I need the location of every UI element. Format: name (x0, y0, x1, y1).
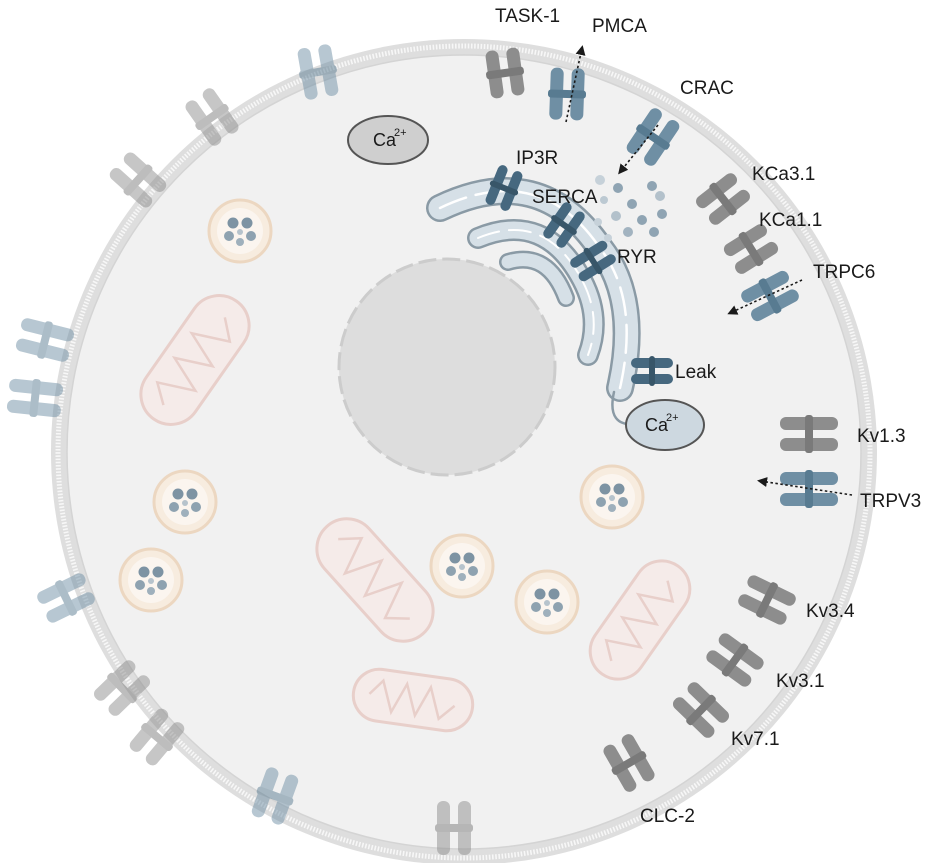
calcium-badge-text: Ca (373, 130, 397, 150)
ion-channel-kv3-1 (706, 633, 764, 687)
vesicle (118, 547, 184, 613)
ion-channel-kv3-4 (738, 575, 796, 625)
calcium-badge-cytosolic: Ca 2+ (347, 115, 429, 165)
ion-channel-crac (626, 108, 680, 166)
ion-channel-trpc6 (741, 270, 799, 322)
faded-grey-channel (129, 708, 185, 766)
ion-channel-pmca (547, 67, 587, 121)
ion-channel-trpv3 (780, 470, 838, 508)
mitochondrion (139, 294, 251, 426)
label-trpc6: TRPC6 (813, 262, 875, 283)
faded-grey-channel (109, 152, 167, 208)
faded-blue-channel (15, 318, 75, 362)
ion-channel-kv1-3 (780, 415, 838, 453)
label-task-1: TASK-1 (495, 6, 560, 27)
ion-channel-tasc-1 (485, 47, 525, 99)
label-trpv3: TRPV3 (860, 491, 921, 512)
channel-labels: TASK-1 PMCA CRAC IP3R SERCA RYR KCa3.1 K… (495, 6, 921, 827)
ion-channel-kca1-1 (723, 224, 779, 274)
vesicle (579, 464, 645, 530)
faded-grey-channel (93, 660, 151, 716)
label-kv7-1: Kv7.1 (731, 729, 780, 750)
calcium-badge-superscript: 2+ (666, 412, 679, 424)
label-leak: Leak (675, 362, 717, 383)
mitochondria-group (139, 294, 692, 733)
ion-channel-kv7-1 (672, 682, 730, 738)
trpc6-influx-arrow (727, 279, 803, 315)
faded-grey-channel (435, 801, 473, 855)
ion-channel-clc-2 (603, 734, 655, 792)
label-clc-2: CLC-2 (640, 806, 695, 827)
er-channel-ip3r (485, 165, 523, 211)
unlabeled-channels (6, 44, 473, 855)
label-kca1-1: KCa1.1 (759, 210, 822, 231)
cell-membrane-stripes (55, 43, 873, 861)
label-crac: CRAC (680, 78, 734, 99)
vesicles-group (118, 198, 645, 635)
label-kv3-1: Kv3.1 (776, 671, 825, 692)
vesicle (429, 533, 495, 599)
mitochondrion (588, 559, 692, 681)
label-serca: SERCA (532, 187, 598, 208)
er-channel-ryr (570, 240, 616, 282)
label-ryr: RYR (617, 247, 657, 268)
calcium-badge-er-store: Ca 2+ (625, 399, 705, 451)
faded-blue-channel (297, 44, 339, 100)
trpv3-influx-arrow (757, 477, 853, 496)
vesicle (514, 569, 580, 635)
ion-channel-kca3-1 (696, 173, 750, 225)
label-pmca: PMCA (592, 16, 647, 37)
faded-blue-channel (37, 573, 95, 623)
faded-blue-channel (6, 378, 64, 418)
flux-arrows (565, 45, 853, 496)
nucleus (337, 257, 557, 477)
label-kv1-3: Kv1.3 (857, 426, 906, 447)
er-pump-serca (543, 202, 585, 248)
faded-blue-channel (251, 767, 299, 825)
vesicle (152, 469, 218, 535)
calcium-badge-text: Ca (645, 415, 669, 435)
crac-influx-arrow (618, 124, 659, 175)
er-channel-leak (631, 356, 673, 386)
vesicle (207, 198, 273, 264)
label-kca3-1: KCa3.1 (752, 164, 815, 185)
calcium-ion-cluster (594, 175, 667, 242)
faded-grey-channel (185, 88, 239, 146)
mitochondrion (315, 517, 435, 643)
label-kv3-4: Kv3.4 (806, 601, 855, 622)
calcium-badge-superscript: 2+ (394, 127, 407, 139)
mitochondrion (351, 667, 475, 733)
label-ip3r: IP3R (516, 148, 558, 169)
